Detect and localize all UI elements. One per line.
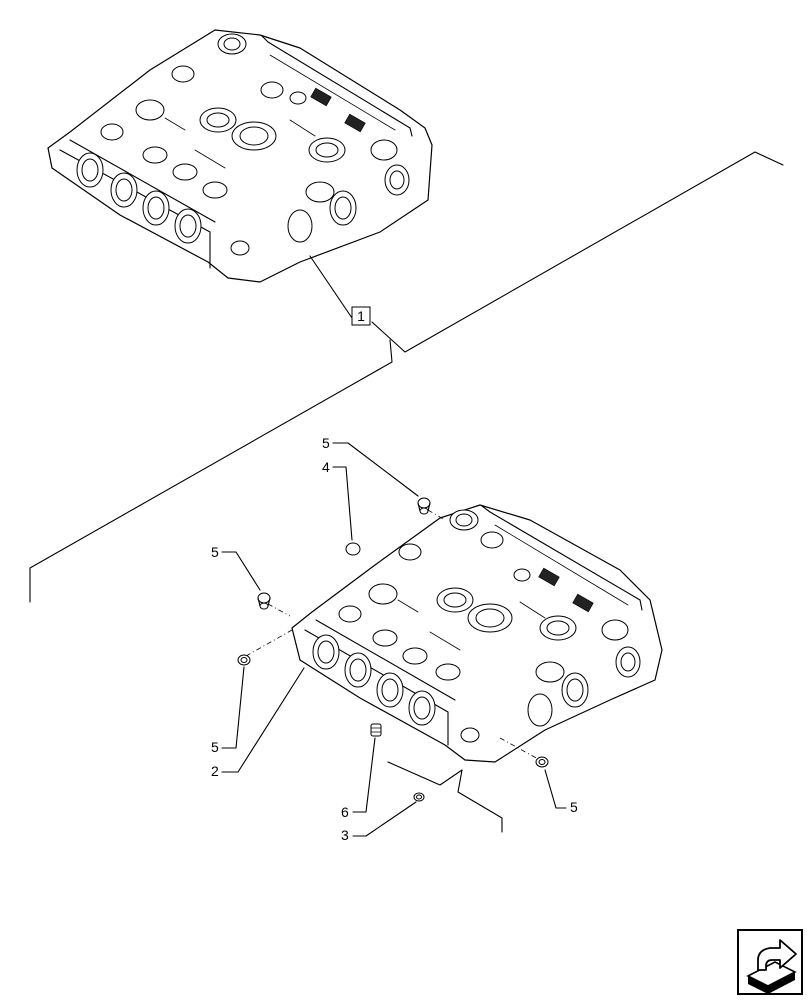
valve-body-bottom xyxy=(291,504,663,763)
callout-1-label: 1 xyxy=(357,308,365,324)
screw-3 xyxy=(413,792,425,802)
callout-5-left-upper: 5 xyxy=(211,544,261,591)
group-bracket-lower xyxy=(387,761,503,833)
callout-1: 1 xyxy=(351,306,371,326)
callout-2: 2 xyxy=(211,667,305,779)
sleeve-5-left-upper xyxy=(257,592,271,610)
plug-4 xyxy=(345,542,361,556)
callout-5-left-lower-label: 5 xyxy=(211,739,219,755)
assembly-axes xyxy=(245,509,541,761)
callout-6: 6 xyxy=(341,737,376,820)
callout-4: 4 xyxy=(322,459,353,541)
nut-6 xyxy=(370,723,382,737)
callout-3: 3 xyxy=(341,801,417,843)
callout-5-right-label: 5 xyxy=(570,799,578,815)
callout-5-top: 5 xyxy=(322,435,419,497)
callout-1-leaders xyxy=(29,151,784,603)
callout-5-left-upper-label: 5 xyxy=(211,544,219,560)
callout-2-label: 2 xyxy=(211,763,219,779)
callout-4-label: 4 xyxy=(322,459,330,475)
next-page-arrow-icon[interactable] xyxy=(737,929,803,995)
callout-5-left-lower: 5 xyxy=(211,666,245,755)
callout-5-top-label: 5 xyxy=(322,435,330,451)
callout-6-label: 6 xyxy=(341,804,349,820)
callout-5-right: 5 xyxy=(544,769,578,815)
sleeve-5-left-lower xyxy=(237,654,251,666)
valve-assembly-top xyxy=(47,29,433,283)
sleeve-5-top xyxy=(417,497,431,515)
sleeve-5-right xyxy=(535,756,549,768)
callout-3-label: 3 xyxy=(341,827,349,843)
